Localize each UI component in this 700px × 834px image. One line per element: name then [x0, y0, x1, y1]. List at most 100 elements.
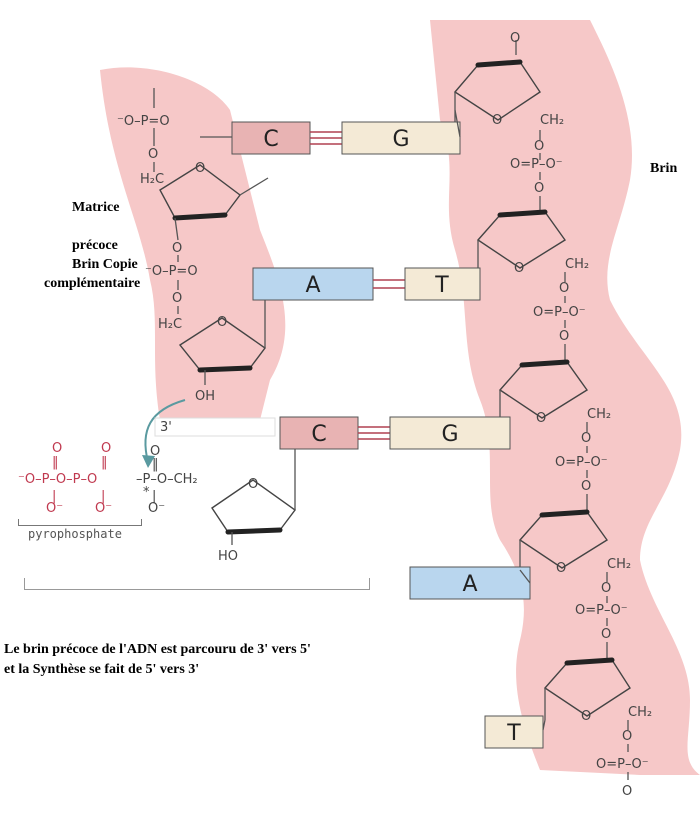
- svg-text:|: |: [101, 489, 105, 504]
- caption-line-1: Le brin précoce de l'ADN est parcouru de…: [4, 642, 311, 657]
- svg-text:O: O: [534, 181, 544, 196]
- template-base-5: [484, 715, 544, 749]
- svg-text:O: O: [217, 315, 227, 330]
- brin-label: Brin: [650, 161, 678, 176]
- pyrophosphate-bracket: [18, 519, 142, 526]
- copy-base-3: [279, 416, 359, 450]
- three-prime-label: 3': [160, 420, 172, 435]
- template-base-4: [409, 566, 531, 600]
- svg-text:CH₂: CH₂: [607, 557, 631, 572]
- matrice-label: Matrice: [72, 200, 120, 215]
- copy-sugar-1: O O ⁻O–P=O O H₂C: [145, 161, 269, 332]
- svg-text:O: O: [601, 581, 611, 596]
- svg-text:O: O: [534, 139, 544, 154]
- copy-base-1: [231, 121, 311, 155]
- bottom-frame-right: [369, 578, 370, 590]
- svg-text:O⁻: O⁻: [95, 501, 112, 516]
- base-pair-2: A T: [252, 267, 481, 301]
- template-base-1-label: G: [392, 127, 409, 152]
- svg-text:O: O: [195, 161, 205, 176]
- bottom-frame-line: [24, 589, 370, 590]
- copy-base-2-label: A: [305, 273, 320, 298]
- svg-text:⁻O–P–O–P–O: ⁻O–P–O–P–O: [18, 472, 97, 487]
- template-sugar-5: O CH₂ O O=P–O⁻ O: [543, 657, 652, 799]
- svg-text:‖: ‖: [152, 457, 159, 472]
- svg-text:H₂C: H₂C: [158, 317, 182, 332]
- svg-text:O: O: [248, 477, 258, 492]
- svg-text:O=P–O⁻: O=P–O⁻: [533, 305, 586, 320]
- svg-text:O: O: [101, 441, 111, 456]
- svg-text:O: O: [581, 709, 591, 724]
- svg-text:O: O: [52, 441, 62, 456]
- svg-text:|: |: [152, 489, 156, 504]
- complementaire-label: complémentaire: [44, 276, 141, 291]
- template-strand-band: [430, 20, 700, 775]
- svg-text:OH: OH: [195, 389, 215, 404]
- caption-line-2: et la Synthèse se fait de 5' vers 3': [4, 662, 200, 677]
- svg-text:O: O: [148, 147, 158, 162]
- base-pair-3: C G: [279, 416, 511, 450]
- svg-text:O: O: [172, 241, 182, 256]
- svg-text:O⁻: O⁻: [46, 501, 63, 516]
- template-base-3-label: G: [441, 422, 458, 447]
- svg-text:O: O: [514, 261, 524, 276]
- incoming-sugar: O HO: [211, 446, 296, 564]
- svg-text:|: |: [52, 489, 56, 504]
- template-base-3: [389, 416, 511, 450]
- template-sugar-4: O CH₂ O O=P–O⁻ O: [518, 509, 631, 660]
- pyrophosphate-label: pyrophosphate: [28, 527, 122, 541]
- svg-text:O: O: [622, 784, 632, 799]
- svg-text:CH₂: CH₂: [540, 113, 564, 128]
- svg-text:CH₂: CH₂: [587, 407, 611, 422]
- svg-text:⁻O–P=O: ⁻O–P=O: [145, 264, 198, 279]
- precoce-label: précoce: [72, 238, 118, 253]
- template-base-5-label: T: [506, 721, 521, 746]
- svg-text:⁻O–P=O: ⁻O–P=O: [117, 114, 170, 129]
- copy-strand-band: [100, 67, 286, 420]
- svg-text:O: O: [581, 479, 591, 494]
- template-base-2-label: T: [434, 273, 449, 298]
- svg-text:O: O: [536, 411, 546, 426]
- svg-text:O=P–O⁻: O=P–O⁻: [596, 757, 649, 772]
- svg-text:O: O: [150, 444, 160, 459]
- svg-text:O=P–O⁻: O=P–O⁻: [575, 603, 628, 618]
- svg-text:O: O: [510, 31, 520, 46]
- template-sugar-3: O CH₂ O O=P–O⁻ O: [498, 359, 611, 512]
- svg-text:CH₂: CH₂: [628, 705, 652, 720]
- svg-text:HO: HO: [218, 549, 238, 564]
- svg-text:O⁻: O⁻: [148, 501, 165, 516]
- copy-base-2: [252, 267, 374, 301]
- svg-text:O: O: [622, 729, 632, 744]
- template-base-4-label: A: [462, 572, 477, 597]
- svg-text:O=P–O⁻: O=P–O⁻: [555, 455, 608, 470]
- bottom-frame-left: [24, 578, 25, 590]
- svg-text:O: O: [172, 291, 182, 306]
- template-base-1: [341, 121, 461, 155]
- svg-text:‖: ‖: [101, 455, 108, 470]
- svg-text:O: O: [601, 627, 611, 642]
- svg-text:‖: ‖: [52, 455, 59, 470]
- base-pair-1: C G: [231, 121, 461, 155]
- svg-text:O: O: [559, 329, 569, 344]
- svg-text:O: O: [581, 431, 591, 446]
- brin-copie-label: Brin Copie: [72, 257, 138, 272]
- svg-text:O: O: [492, 113, 502, 128]
- template-base-2: [404, 267, 481, 301]
- svg-text:*: *: [143, 485, 150, 500]
- svg-text:O: O: [556, 561, 566, 576]
- svg-text:–P–O–CH₂: –P–O–CH₂: [136, 472, 198, 487]
- svg-text:O=P–O⁻: O=P–O⁻: [510, 157, 563, 172]
- svg-text:H₂C: H₂C: [140, 172, 164, 187]
- copy-phosphate-1: ⁻O–P=O O H₂C: [117, 88, 170, 187]
- copy-sugar-2: O OH: [178, 300, 266, 404]
- attack-arrow: [144, 399, 186, 463]
- template-sugar-1: O O CH₂ O O=P–O⁻ O: [453, 31, 564, 212]
- svg-text:O: O: [559, 281, 569, 296]
- incoming-nucleotide: O O ‖ ‖ ⁻O–P–O–P–O | | O⁻ O⁻ O ‖ –P–O–CH…: [18, 441, 198, 516]
- template-sugar-2: O CH₂ O O=P–O⁻ O: [476, 209, 589, 362]
- copy-base-3-label: C: [311, 422, 326, 447]
- svg-text:CH₂: CH₂: [565, 257, 589, 272]
- copy-base-1-label: C: [263, 127, 278, 152]
